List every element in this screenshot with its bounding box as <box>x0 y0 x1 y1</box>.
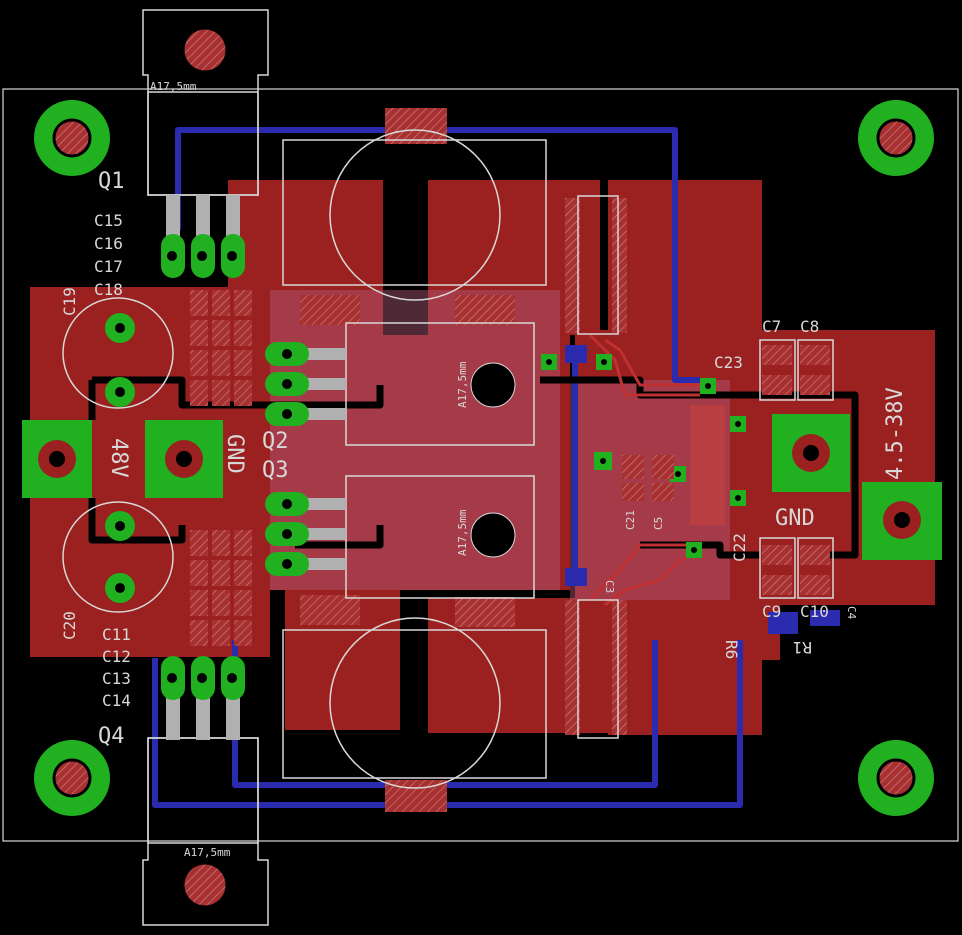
label-gnd-left: GND <box>222 434 247 474</box>
label-heatsink-q3: A17,5mm <box>456 509 469 556</box>
label-heatsink-bottom: A17,5mm <box>184 846 231 859</box>
label-c14: C14 <box>102 691 131 710</box>
label-c3: C3 <box>603 580 616 593</box>
screw-terminal-icon <box>22 414 942 560</box>
board-outline <box>2 88 959 842</box>
label-c4: C4 <box>845 606 858 620</box>
label-q3: Q3 <box>262 458 289 483</box>
label-q2: Q2 <box>262 429 289 454</box>
label-c15: C15 <box>94 211 123 230</box>
label-heatsink-top: A17,5mm <box>150 80 197 93</box>
label-c10: C10 <box>800 602 829 621</box>
label-c7: C7 <box>762 317 781 336</box>
label-c5: C5 <box>652 517 665 530</box>
label-c19: C19 <box>60 287 79 316</box>
label-48v: 48V <box>106 438 131 478</box>
label-c20: C20 <box>60 611 79 640</box>
label-c16: C16 <box>94 234 123 253</box>
label-c21: C21 <box>624 510 637 530</box>
label-c8: C8 <box>800 317 819 336</box>
label-r6: R6 <box>722 640 741 659</box>
label-q1: Q1 <box>98 169 125 194</box>
label-c13: C13 <box>102 669 131 688</box>
label-r1: R1 <box>793 638 812 657</box>
label-q4: Q4 <box>98 724 125 749</box>
label-heatsink-q2: A17,5mm <box>456 361 469 408</box>
label-c12: C12 <box>102 647 131 666</box>
label-c22: C22 <box>730 533 749 562</box>
label-vin-range: 4.5-38V <box>883 387 908 480</box>
label-c17: C17 <box>94 257 123 276</box>
label-c18: C18 <box>94 280 123 299</box>
label-c11: C11 <box>102 625 131 644</box>
label-c23: C23 <box>714 353 743 372</box>
mounting-hole-icon <box>34 26 934 909</box>
label-c9: C9 <box>762 602 781 621</box>
hatched-pads <box>300 108 627 812</box>
label-gnd-right: GND <box>775 506 815 531</box>
